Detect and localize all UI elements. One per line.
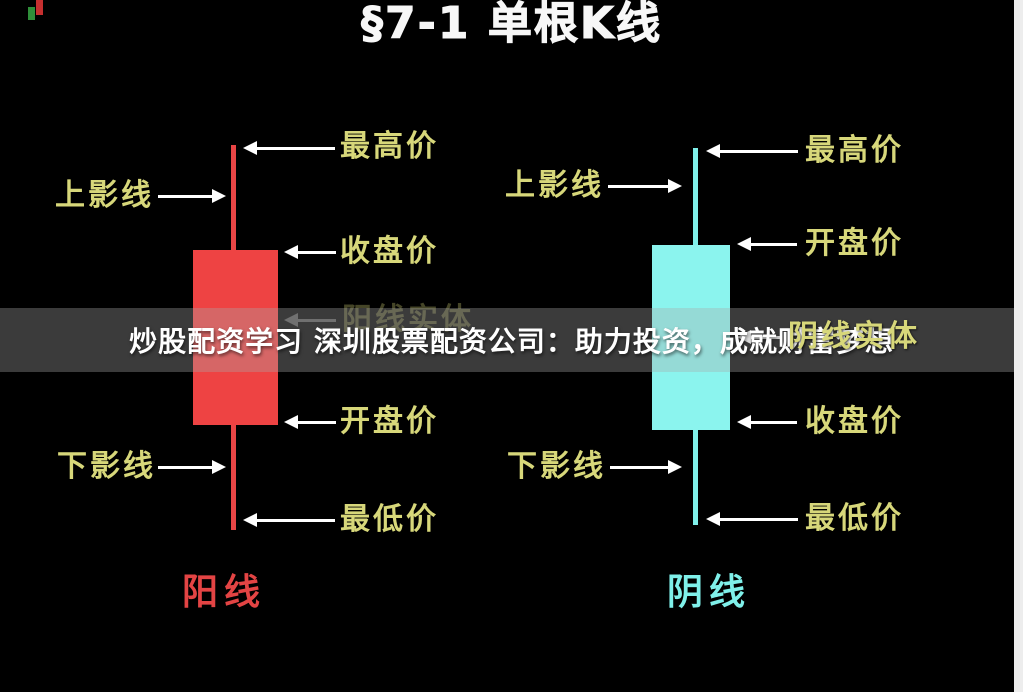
arrow-bearish-open-icon bbox=[737, 237, 797, 251]
right-edge-strip bbox=[1014, 0, 1023, 692]
bullish-candle-body bbox=[193, 250, 278, 425]
label-bearish-open-price: 开盘价 bbox=[805, 226, 904, 261]
arrow-shaft bbox=[298, 250, 336, 254]
arrow-bullish-lower-shadow-icon bbox=[158, 460, 226, 474]
arrow-bullish-upper-shadow-icon bbox=[158, 189, 226, 203]
arrow-shaft bbox=[158, 465, 212, 469]
arrow-shaft bbox=[610, 465, 668, 469]
arrow-bullish-open-icon bbox=[284, 415, 336, 429]
arrow-shaft bbox=[751, 335, 781, 339]
label-bullish-body: 阳线实体 bbox=[342, 302, 474, 337]
label-bullish-candle-name: 阳线 bbox=[182, 572, 267, 613]
label-bearish-candle-name: 阴线 bbox=[667, 572, 752, 613]
arrow-bullish-lowest-icon bbox=[243, 513, 335, 527]
arrow-shaft bbox=[257, 518, 335, 522]
arrow-bearish-highest-icon bbox=[706, 144, 798, 158]
arrow-bearish-lower-shadow-icon bbox=[610, 460, 682, 474]
page-title: §7-1 单根K线 bbox=[361, 0, 662, 49]
arrow-shaft bbox=[257, 146, 335, 150]
label-bullish-lowest-price: 最低价 bbox=[340, 502, 439, 537]
arrow-bullish-body-icon bbox=[284, 313, 336, 327]
arrow-shaft bbox=[720, 517, 798, 521]
label-bullish-close-price: 收盘价 bbox=[340, 234, 439, 269]
label-bearish-body: 阴线实体 bbox=[788, 319, 920, 354]
label-bullish-highest-price: 最高价 bbox=[340, 129, 439, 164]
label-bearish-upper-shadow: 上影线 bbox=[505, 168, 604, 203]
arrow-bearish-lowest-icon bbox=[706, 512, 798, 526]
label-bearish-highest-price: 最高价 bbox=[805, 133, 904, 168]
arrow-shaft bbox=[608, 184, 668, 188]
bearish-candle-body bbox=[652, 245, 730, 430]
arrow-shaft bbox=[720, 149, 798, 153]
corner-logo-green-mark bbox=[28, 7, 35, 20]
label-bearish-close-price: 收盘价 bbox=[805, 404, 904, 439]
watermark-text: 炒股配资学习 深圳股票配资公司：助力投资，成就财富梦想 bbox=[129, 325, 894, 358]
label-bullish-lower-shadow: 下影线 bbox=[57, 449, 156, 484]
arrow-shaft bbox=[158, 194, 212, 198]
arrow-bearish-body-icon bbox=[737, 330, 781, 344]
arrow-bearish-upper-shadow-icon bbox=[608, 179, 682, 193]
arrow-bullish-highest-icon bbox=[243, 141, 335, 155]
corner-logo-red-mark bbox=[36, 0, 43, 15]
label-bearish-lower-shadow: 下影线 bbox=[507, 449, 606, 484]
arrow-shaft bbox=[751, 420, 797, 424]
label-bearish-lowest-price: 最低价 bbox=[805, 501, 904, 536]
label-bullish-upper-shadow: 上影线 bbox=[55, 178, 154, 213]
arrow-shaft bbox=[298, 318, 336, 322]
label-bullish-open-price: 开盘价 bbox=[340, 404, 439, 439]
arrow-shaft bbox=[298, 420, 336, 424]
watermark-band: 炒股配资学习 深圳股票配资公司：助力投资，成就财富梦想 bbox=[0, 308, 1023, 372]
arrow-bullish-close-icon bbox=[284, 245, 336, 259]
arrow-bearish-close-icon bbox=[737, 415, 797, 429]
arrow-shaft bbox=[751, 242, 797, 246]
